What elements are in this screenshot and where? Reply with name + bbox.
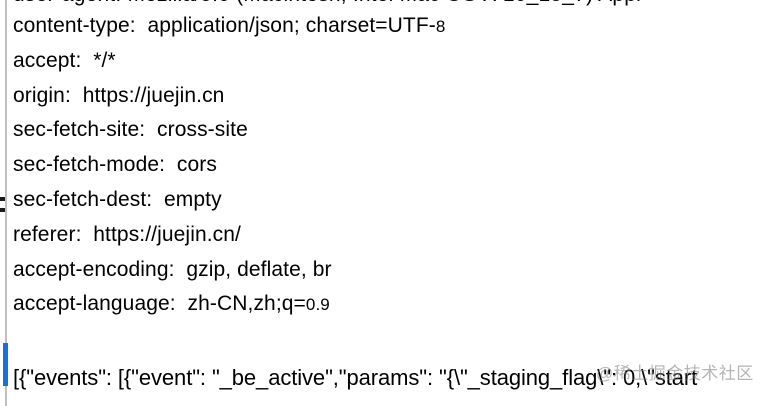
blank-separator-line <box>13 322 760 357</box>
header-name: sec-fetch-site <box>13 118 140 142</box>
gutter-rule <box>5 0 7 406</box>
request-payload-line[interactable]: [{"events": [{"event": "_be_active","par… <box>13 365 698 390</box>
header-value: gzip, deflate, br <box>186 257 332 281</box>
header-row-content-type[interactable]: content-type: application/json; charset=… <box>13 9 760 44</box>
header-value-suffix: 0.9 <box>305 295 330 315</box>
selection-marker[interactable] <box>3 343 8 386</box>
header-value: zh-CN,zh;q= <box>187 292 306 316</box>
header-separator: : <box>75 222 82 246</box>
header-separator: : <box>169 292 176 316</box>
header-value: application/json; charset=UTF- <box>147 14 436 37</box>
header-name: accept-encoding <box>13 257 169 281</box>
gutter-tick-upper <box>0 197 5 201</box>
header-separator: : <box>139 118 146 142</box>
header-row-origin[interactable]: origin: https://juejin.cn <box>13 79 760 114</box>
header-value: https://juejin.cn/ <box>93 222 241 246</box>
header-name: origin <box>13 83 65 107</box>
header-row-referer[interactable]: referer: https://juejin.cn/ <box>13 218 760 253</box>
header-name: sec-fetch-dest <box>13 187 147 211</box>
header-value: cors <box>176 153 217 177</box>
header-separator: : <box>146 187 153 211</box>
header-list: content-type: application/json; charset=… <box>13 9 760 357</box>
header-row-sec-fetch-site[interactable]: sec-fetch-site: cross-site <box>13 113 760 148</box>
clipped-user-agent-line: user-agent: Mozilla/5.0 (Macintosh; Inte… <box>13 0 760 9</box>
header-value: empty <box>164 187 222 211</box>
header-row-accept-encoding[interactable]: accept-encoding: gzip, deflate, br <box>13 253 760 288</box>
header-name: referer <box>13 222 76 246</box>
header-separator: : <box>64 83 71 107</box>
header-name: accept-language <box>13 292 170 316</box>
header-name: sec-fetch-mode <box>13 153 160 177</box>
header-separator: : <box>129 14 136 37</box>
header-row-accept-language[interactable]: accept-language: zh-CN,zh;q=0.9 <box>13 287 760 322</box>
header-value: https://juejin.cn <box>82 83 225 107</box>
header-value: */* <box>93 48 116 72</box>
header-row-accept[interactable]: accept: */* <box>13 44 760 79</box>
header-value: cross-site <box>157 118 248 142</box>
gutter-tick-lower <box>0 208 5 212</box>
header-row-sec-fetch-dest[interactable]: sec-fetch-dest: empty <box>13 183 760 218</box>
header-row-sec-fetch-mode[interactable]: sec-fetch-mode: cors <box>13 148 760 183</box>
header-name: accept <box>13 48 76 72</box>
header-value-suffix: 8 <box>435 17 446 36</box>
header-separator: : <box>75 48 82 72</box>
header-separator: : <box>168 257 175 281</box>
header-name: content-type <box>13 14 130 37</box>
header-separator: : <box>159 153 165 177</box>
